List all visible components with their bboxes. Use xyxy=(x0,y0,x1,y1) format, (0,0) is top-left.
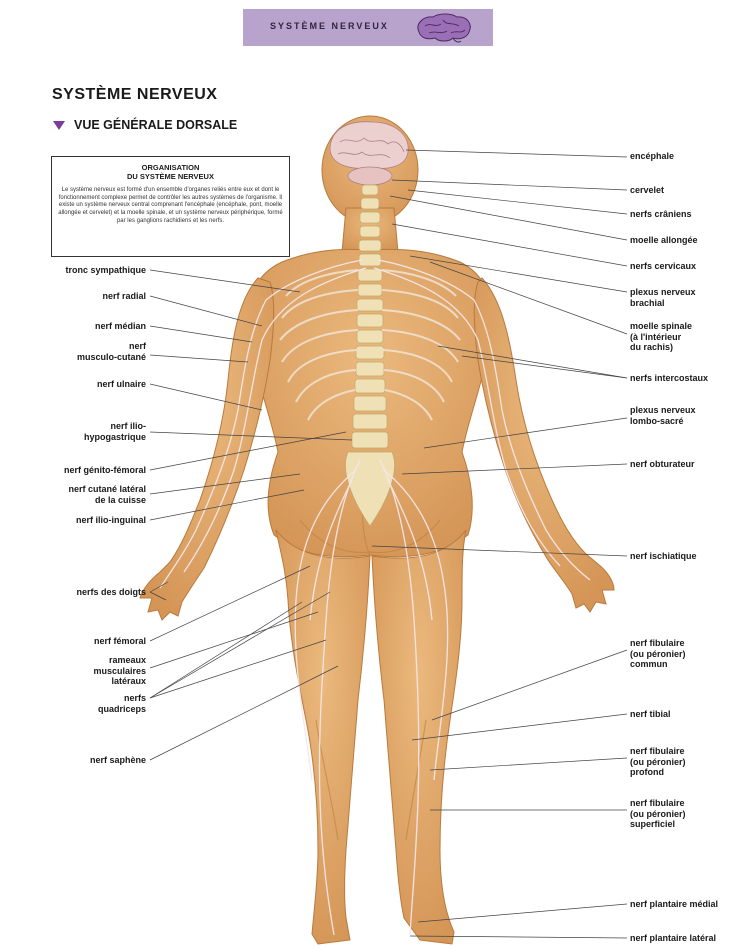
label-nerfs-des-doigts: nerfs des doigts xyxy=(76,587,146,598)
label-nerf-ilio-hypogastrique: nerf ilio-hypogastrique xyxy=(84,421,146,442)
label-cervelet: cervelet xyxy=(630,185,664,196)
label-nerf-plantaire-lateral: nerf plantaire latéral xyxy=(630,933,716,944)
label-tronc-sympathique: tronc sympathique xyxy=(65,265,146,276)
label-nerf-tibial: nerf tibial xyxy=(630,709,671,720)
label-nerf-femoral: nerf fémoral xyxy=(94,636,146,647)
label-nerf-genito-femoral: nerf génito-fémoral xyxy=(64,465,146,476)
label-nerf-radial: nerf radial xyxy=(102,291,146,302)
label-encephale: encéphale xyxy=(630,151,674,162)
label-nerf-ilio-inguinal: nerf ilio-inguinal xyxy=(76,515,146,526)
label-nerf-fibulaire-commun: nerf fibulaire(ou péronier)commun xyxy=(630,638,686,670)
label-nerfs-craniens: nerfs crâniens xyxy=(630,209,692,220)
label-nerf-plantaire-medial: nerf plantaire médial xyxy=(630,899,718,910)
label-nerfs-intercostaux: nerfs intercostaux xyxy=(630,373,708,384)
label-moelle-allongee: moelle allongée xyxy=(630,235,698,246)
label-nerfs-cervicaux: nerfs cervicaux xyxy=(630,261,696,272)
label-nerf-saphene: nerf saphène xyxy=(90,755,146,766)
label-nerf-ischiatique: nerf ischiatique xyxy=(630,551,697,562)
label-nerf-obturateur: nerf obturateur xyxy=(630,459,695,470)
label-nerf-fibulaire-superficiel: nerf fibulaire(ou péronier)superficiel xyxy=(630,798,686,830)
label-nerf-fibulaire-profond: nerf fibulaire(ou péronier)profond xyxy=(630,746,686,778)
label-nerf-ulnaire: nerf ulnaire xyxy=(97,379,146,390)
label-nerf-median: nerf médian xyxy=(95,321,146,332)
